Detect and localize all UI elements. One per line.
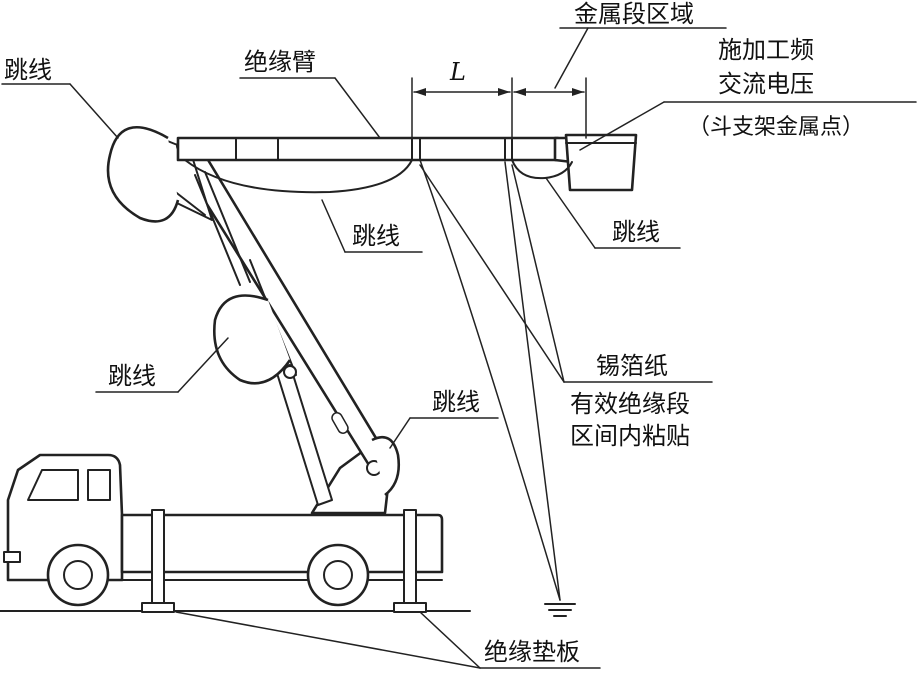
jumper-loop-under-arm: [184, 159, 413, 194]
label-jumper-right: 跳线: [612, 218, 660, 246]
label-foil-3: 区间内粘贴: [570, 422, 690, 450]
outrigger-left: [151, 509, 165, 606]
label-insulating-arm: 绝缘臂: [244, 48, 316, 76]
ground-symbol: [544, 603, 576, 617]
outrigger-right: [403, 509, 417, 606]
bucket: [564, 133, 638, 192]
label-jumper-top-left: 跳线: [4, 56, 52, 84]
labels: 跳线 绝缘臂 金属段区域 L 施加工频 交流电压 （斗支架金属点） 跳线 跳线 …: [4, 0, 864, 666]
insulating-pad-left: [141, 602, 175, 613]
label-jumper-mid-left: 跳线: [108, 362, 156, 390]
label-apply-voltage-2: 交流电压: [718, 70, 814, 98]
jumper-loops: [106, 125, 573, 497]
jumper-loop-right: [511, 159, 573, 180]
label-apply-voltage-1: 施加工频: [718, 36, 814, 64]
label-jumper-lower: 跳线: [432, 388, 480, 416]
cab-window-side: [87, 469, 111, 501]
jumper-loop-mid-boom: [213, 294, 292, 385]
label-length-L: L: [449, 58, 466, 86]
label-foil-1: 锡箔纸: [596, 352, 668, 380]
label-foil-2: 有效绝缘段: [570, 390, 690, 418]
jumper-loop-top-left: [106, 125, 180, 223]
leader-lines: [1, 27, 917, 669]
insulating-arm: [176, 136, 600, 164]
dimension-L: [411, 77, 587, 139]
label-insulating-pad: 绝缘垫板: [484, 638, 580, 666]
foil-wires: [419, 159, 576, 617]
insulating-pad-right: [393, 602, 427, 613]
cab-bumper: [3, 551, 21, 563]
label-metal-section: 金属段区域: [574, 0, 694, 28]
jumper-loop-lower: [371, 435, 400, 497]
label-apply-voltage-3: （斗支架金属点）: [688, 115, 864, 140]
label-jumper-under-arm: 跳线: [352, 222, 400, 250]
truck-chassis: [120, 513, 444, 574]
cab-window-front: [27, 469, 79, 501]
